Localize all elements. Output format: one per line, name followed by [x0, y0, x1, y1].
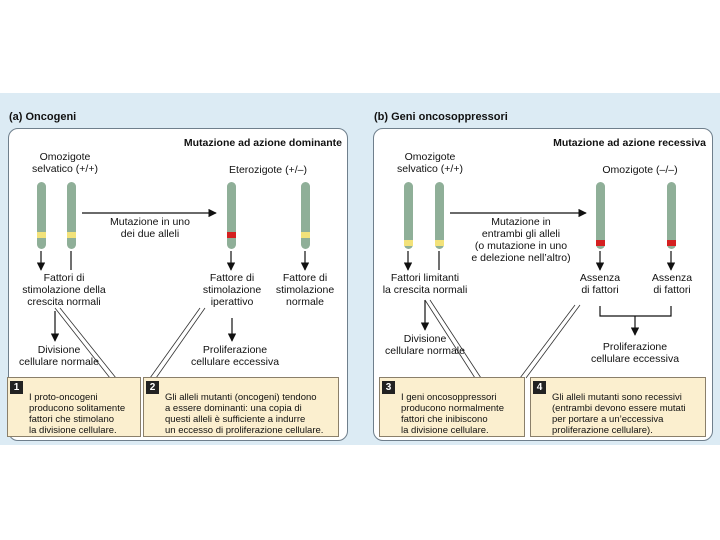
mutation-label-b: Mutazione in entrambi gli alleli (o muta…: [471, 216, 571, 264]
note-number-3: 3: [382, 381, 395, 394]
excess-proliferation-label-b: Proliferazione cellulare eccessiva: [590, 341, 680, 365]
wild-type-label-a: Omozigote selvatico (+/+): [32, 151, 98, 175]
note-text-2: Gli alleli mutanti (oncogeni) tendono a …: [165, 392, 324, 436]
chromosome-wild-b1: [404, 182, 413, 249]
normal-division-label-a: Divisione cellulare normale: [19, 344, 99, 368]
note-number-2: 2: [146, 381, 159, 394]
panel-b-title: (b) Geni oncosoppressori: [374, 111, 508, 123]
note-text-1: I proto-oncogeni producono solitamente f…: [29, 392, 126, 436]
chromosome-normal-a: [301, 182, 310, 249]
wild-type-label-b: Omozigote selvatico (+/+): [397, 151, 463, 175]
excess-proliferation-label-a: Proliferazione cellulare eccessiva: [190, 344, 280, 368]
limiting-factors-label: Fattori limitanti la crescita normali: [382, 272, 468, 296]
chromosome-mutant-b1: [596, 182, 605, 249]
note-box-1: 1 I proto-oncogeni producono solitamente …: [7, 377, 141, 437]
note-number-4: 4: [533, 381, 546, 394]
chromosome-wild-a1: [37, 182, 46, 249]
note-number-1: 1: [10, 381, 23, 394]
callout-lines-a: [54, 307, 206, 379]
note-text-3: I geni oncosoppressori producono normalm…: [401, 392, 504, 436]
note-text-4: Gli alleli mutanti sono recessivi (entra…: [552, 392, 686, 436]
chromosome-wild-b2: [435, 182, 444, 249]
bracket-b: [599, 306, 672, 317]
chromosome-wild-a2: [67, 182, 76, 249]
homozygote-mutant-label: Omozigote (–/–): [602, 164, 678, 176]
heterozygote-label: Eterozigote (+/–): [229, 164, 307, 176]
panel-b-box-title: Mutazione ad azione recessiva: [553, 137, 706, 149]
panel-a-title: (a) Oncogeni: [9, 111, 77, 123]
callout-lines-b: [424, 299, 581, 379]
note-box-3: 3 I geni oncosoppressori producono normal…: [379, 377, 525, 437]
panel-a-box-title: Mutazione ad azione dominante: [183, 137, 342, 149]
hyperactive-factor-label: Fattore di stimolazione iperattivo: [202, 272, 262, 308]
normal-division-label-b: Divisione cellulare normale: [385, 333, 465, 357]
normal-factors-label: Fattori di stimolazione della crescita n…: [22, 272, 106, 308]
normal-factor-label: Fattore di stimolazione normale: [275, 272, 335, 308]
absence-factors-label-1: Assenza di fattori: [579, 272, 621, 296]
chromosome-mutant-b2: [667, 182, 676, 249]
absence-factors-label-2: Assenza di fattori: [651, 272, 693, 296]
chromosome-mutant-a: [227, 182, 236, 249]
mutation-label-a: Mutazione in uno dei due alleli: [110, 216, 190, 240]
